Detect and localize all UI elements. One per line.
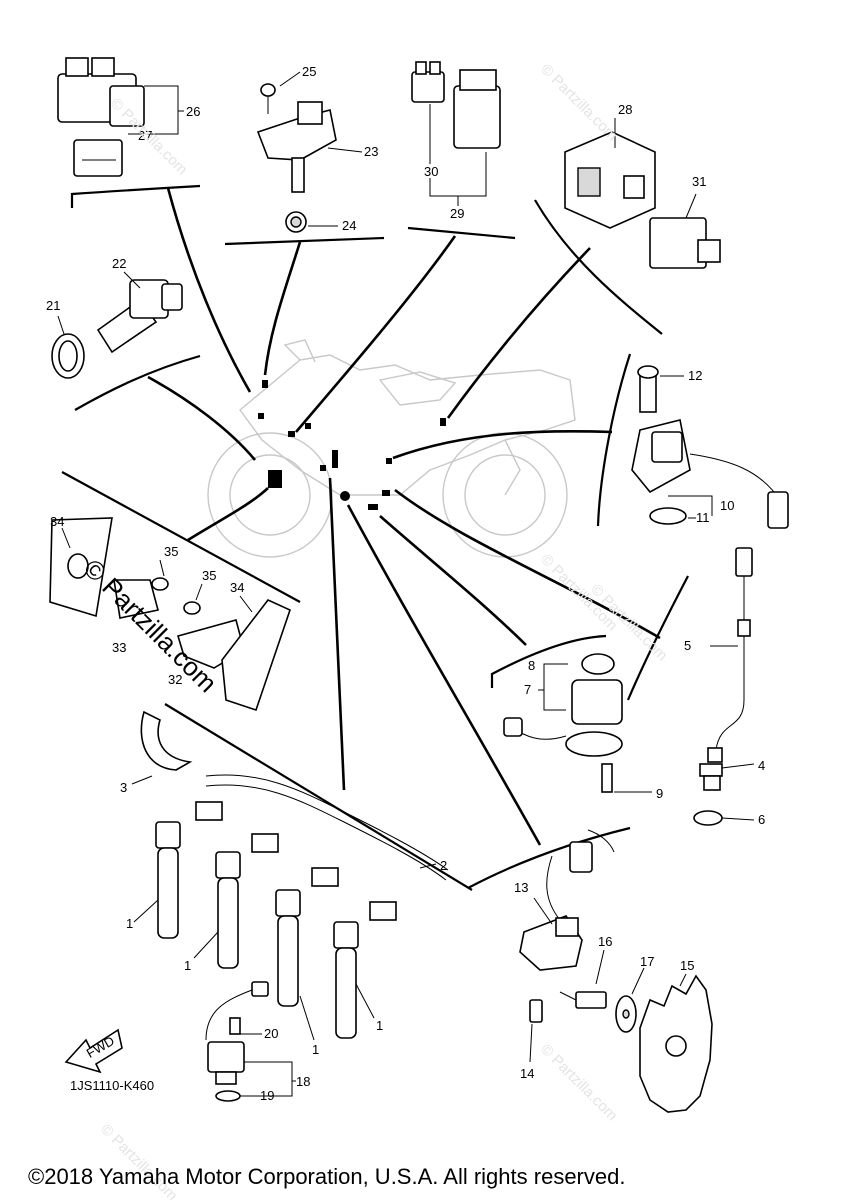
- callout-8: 8: [528, 658, 535, 673]
- callout-13: 13: [514, 880, 528, 895]
- svg-text:© Partzilla.com: © Partzilla.com: [537, 1041, 620, 1124]
- callout-28: 28: [618, 102, 632, 117]
- callout-35b: 35: [202, 568, 216, 583]
- fwd-arrow-icon: FWD: [64, 1028, 123, 1074]
- callout-1d: 1: [376, 1018, 383, 1033]
- diagram-code: 1JS1110-K460: [70, 1078, 154, 1093]
- callout-27: 27: [138, 128, 152, 143]
- callout-1a: 1: [126, 916, 133, 931]
- part-sensor-22: [51, 271, 183, 379]
- leader-lines: [147, 187, 661, 846]
- part-sensor-13: [519, 829, 615, 1063]
- callout-23: 23: [364, 144, 378, 159]
- callout-15: 15: [680, 958, 694, 973]
- motorcycle-outline: [207, 339, 576, 558]
- callout-labels: 1 1 1 1 2 3 4 5 6 7 8 9 10 11 12 13 14 1…: [46, 64, 765, 1103]
- part-rotor-15: [559, 949, 713, 1113]
- part-sensor-5: [693, 547, 755, 826]
- callout-33: 33: [112, 640, 126, 655]
- callout-6: 6: [758, 812, 765, 827]
- part-clamp-3: [131, 710, 193, 785]
- callout-29: 29: [450, 206, 464, 221]
- callout-24: 24: [342, 218, 356, 233]
- copyright-notice: ©2018 Yamaha Motor Corporation, U.S.A. A…: [28, 1164, 625, 1189]
- callout-2: 2: [440, 858, 447, 873]
- callout-1b: 1: [184, 958, 191, 973]
- callout-10: 10: [720, 498, 734, 513]
- svg-text:© Partzilla.com: © Partzilla.com: [537, 61, 620, 144]
- part-sensor-10: [631, 365, 789, 529]
- callout-1c: 1: [312, 1042, 319, 1057]
- callout-26: 26: [186, 104, 200, 119]
- callout-11: 11: [696, 510, 710, 525]
- callout-30: 30: [424, 164, 438, 179]
- part-coils-1: [133, 821, 375, 1041]
- callout-7: 7: [524, 682, 531, 697]
- callout-17: 17: [640, 954, 654, 969]
- part-pump-7: [503, 653, 652, 793]
- callout-21: 21: [46, 298, 60, 313]
- callout-4: 4: [758, 758, 765, 773]
- callout-31: 31: [692, 174, 706, 189]
- callout-12: 12: [688, 368, 702, 383]
- callout-9: 9: [656, 786, 663, 801]
- part-relay-29-30: [411, 61, 501, 206]
- callout-22: 22: [112, 256, 126, 271]
- callout-14: 14: [520, 1066, 534, 1081]
- callout-25: 25: [302, 64, 316, 79]
- callout-35a: 35: [164, 544, 178, 559]
- panel-brackets: [61, 184, 689, 891]
- callout-18: 18: [296, 1074, 310, 1089]
- location-markers: [258, 380, 446, 510]
- part-reflector-34: [49, 517, 291, 712]
- callout-19: 19: [260, 1088, 274, 1103]
- callout-32: 32: [168, 672, 182, 687]
- part-harness-2: [195, 774, 449, 921]
- callout-3: 3: [120, 780, 127, 795]
- watermarks: © Partzilla.com © Partzilla.com © Partzi…: [78, 61, 671, 1200]
- callout-16: 16: [598, 934, 612, 949]
- part-ecu-28: [564, 118, 721, 269]
- part-sensor-18: [205, 981, 296, 1102]
- callout-5: 5: [684, 638, 691, 653]
- callout-34a: 34: [50, 514, 64, 529]
- part-connector-26-27: [57, 57, 184, 177]
- callout-20: 20: [264, 1026, 278, 1041]
- part-sensor-23: [256, 71, 363, 233]
- callout-34b: 34: [230, 580, 244, 595]
